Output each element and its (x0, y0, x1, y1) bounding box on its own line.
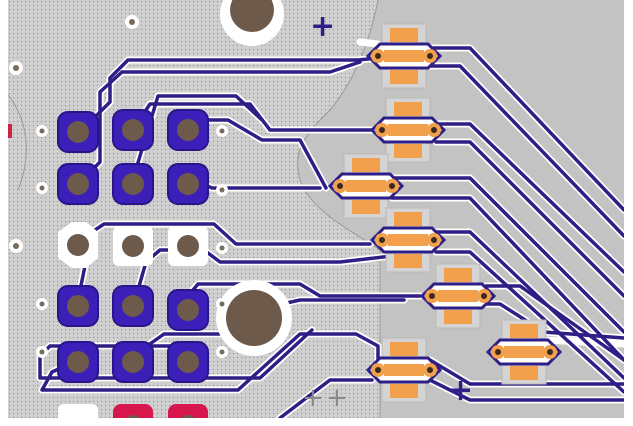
smd-components (327, 23, 563, 403)
trace[interactable] (434, 140, 626, 298)
trace[interactable] (428, 378, 626, 402)
through-hole-pad[interactable] (112, 285, 154, 327)
fanout-trace-layer (276, 38, 628, 422)
trace[interactable] (434, 250, 626, 394)
through-hole-pad[interactable] (112, 341, 154, 383)
through-hole-pad[interactable] (167, 163, 209, 205)
unconnected-pad[interactable] (113, 226, 153, 266)
trace[interactable] (78, 60, 362, 184)
mounting-holes (216, 0, 292, 356)
plus-marker: + (326, 383, 348, 413)
through-hole-pad[interactable] (167, 109, 209, 151)
smd-component[interactable] (485, 319, 563, 385)
trace[interactable] (390, 196, 626, 362)
trace[interactable] (78, 56, 380, 134)
view-frame (0, 418, 633, 426)
through-hole-pad[interactable] (167, 341, 209, 383)
plus-marker: + (310, 9, 335, 44)
unconnected-pad[interactable] (168, 226, 208, 266)
through-hole-pad[interactable] (167, 289, 209, 331)
trace[interactable] (484, 302, 626, 340)
trace[interactable] (428, 64, 626, 238)
board-outline-arc (8, 94, 27, 191)
plus-marker: + (448, 373, 473, 408)
small-vias (9, 15, 228, 358)
trace[interactable] (434, 122, 626, 274)
red-marker (8, 124, 12, 138)
smd-component[interactable] (369, 207, 447, 273)
trace[interactable] (40, 332, 380, 392)
trace[interactable] (428, 46, 626, 212)
through-hole-pad[interactable] (112, 163, 154, 205)
through-hole-pad[interactable] (112, 109, 154, 151)
trace[interactable] (434, 230, 626, 380)
through-hole-pad[interactable] (57, 341, 99, 383)
smd-component[interactable] (327, 153, 405, 219)
smd-component[interactable] (369, 97, 447, 163)
smd-component[interactable] (365, 337, 443, 403)
smd-component[interactable] (419, 263, 497, 329)
unconnected-pad[interactable] (58, 222, 98, 268)
trace[interactable] (428, 358, 626, 386)
trace[interactable] (390, 176, 626, 334)
plus-marker: + (302, 383, 324, 413)
through-hole-pad[interactable] (57, 111, 99, 153)
through-hole-pad[interactable] (57, 163, 99, 205)
trace[interactable] (278, 378, 374, 420)
polarity-markers: + + + + (302, 9, 473, 413)
smd-component[interactable] (365, 23, 443, 89)
through-hole-pad[interactable] (57, 285, 99, 327)
